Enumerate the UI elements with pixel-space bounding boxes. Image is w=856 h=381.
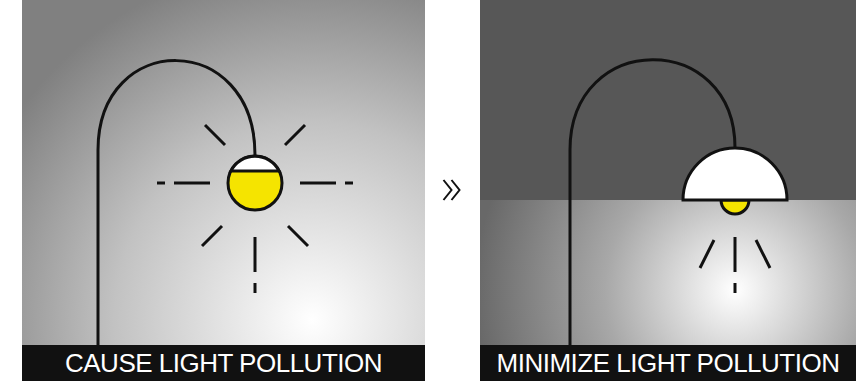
shaded-lamp-illustration bbox=[480, 0, 856, 381]
double-chevron-arrow bbox=[425, 180, 480, 200]
panel: MINIMIZE LIGHT POLLUTION bbox=[480, 0, 856, 381]
panel-caption: CAUSE LIGHT POLLUTION bbox=[22, 345, 425, 381]
panel: CAUSE LIGHT POLLUTION bbox=[22, 0, 425, 381]
panel-caption: MINIMIZE LIGHT POLLUTION bbox=[480, 345, 856, 381]
bright-lamp-illustration bbox=[22, 0, 425, 381]
